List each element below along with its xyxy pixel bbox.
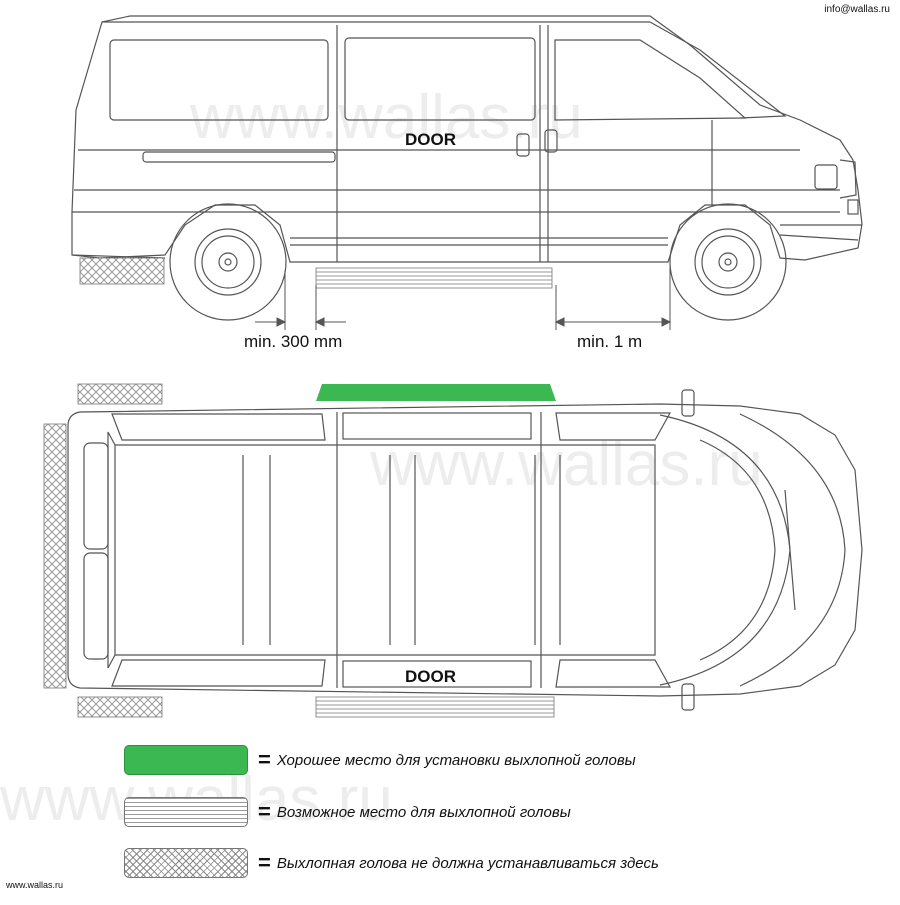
legend-row-possible: = Возможное место для выхлопной головы — [124, 797, 571, 827]
watermark: www.wallas.ru www.wallas.ru www.wallas.r… — [0, 83, 763, 834]
legend-good-text: Хорошее место для установки выхлопной го… — [276, 751, 636, 769]
legend-possible-text: Возможное место для выхлопной головы — [276, 803, 571, 821]
top-door-label: DOOR — [405, 667, 456, 686]
measure-right-label: min. 1 m — [577, 332, 643, 351]
top-rear-no-zone-lower — [77, 696, 163, 718]
side-rear-no-zone — [79, 257, 165, 285]
legend-no-text: Выхлопная голова не должна устанавливать… — [276, 854, 659, 872]
good-zone-top — [316, 384, 556, 401]
legend-equals: = — [258, 850, 271, 875]
svg-text:www.wallas.ru: www.wallas.ru — [189, 83, 583, 152]
legend-row-no: = Выхлопная голова не должна устанавлива… — [124, 848, 659, 878]
measure-left-label: min. 300 mm — [244, 332, 343, 351]
measure-lines — [255, 265, 672, 330]
legend-row-good: = Хорошее место для установки выхлопной … — [124, 745, 636, 775]
top-rear-no-zone-upper — [77, 383, 163, 405]
side-door-label: DOOR — [405, 130, 456, 149]
top-view-van — [67, 389, 863, 711]
footer-url: www.wallas.ru — [6, 880, 64, 890]
good-zone-swatch — [124, 745, 248, 775]
side-step — [315, 267, 553, 289]
top-rear-no-zone-back — [43, 423, 67, 689]
contact-email: info@wallas.ru — [824, 4, 890, 15]
rear-wheel — [169, 203, 287, 321]
side-view-van — [71, 15, 863, 263]
svg-text:www.wallas.ru: www.wallas.ru — [369, 430, 763, 499]
legend-equals: = — [258, 747, 271, 772]
legend-equals: = — [258, 799, 271, 824]
top-step — [315, 696, 555, 718]
front-wheel — [669, 203, 787, 321]
no-zone-swatch — [124, 848, 248, 878]
possible-zone-swatch — [124, 797, 248, 827]
